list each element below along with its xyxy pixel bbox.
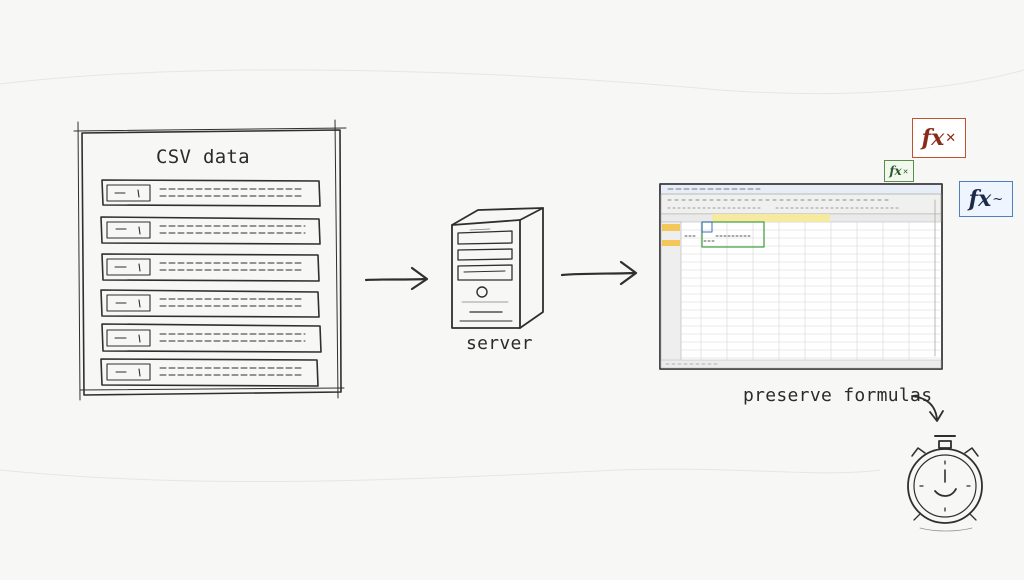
stopwatch-icon [907,435,983,532]
csv-document [73,119,347,401]
formula-fx-icon: fx✕ [912,118,966,158]
csv-row [101,323,322,353]
fx-text: fx [968,186,992,212]
csv-row [101,179,321,207]
formula-fx-icon: fx✕ [884,160,914,182]
csv-data-label: CSV data [156,146,250,168]
arrow-to-stopwatch [911,395,944,422]
arrow-csv-to-server [364,266,429,291]
csv-row [100,216,321,245]
csv-row [100,358,319,387]
fx-text: fx [889,164,902,178]
fx-text: fx [921,125,945,151]
background-texture [0,69,1024,483]
formula-fx-icon: fx~ [959,181,1013,217]
server-label: server [466,333,533,354]
csv-row [101,253,320,282]
csv-row [100,289,320,318]
server-icon [451,207,544,329]
spreadsheet-window [659,183,943,370]
preserve-formulas-label: preserve formulas [743,385,933,406]
arrow-server-to-spreadsheet [560,260,638,286]
